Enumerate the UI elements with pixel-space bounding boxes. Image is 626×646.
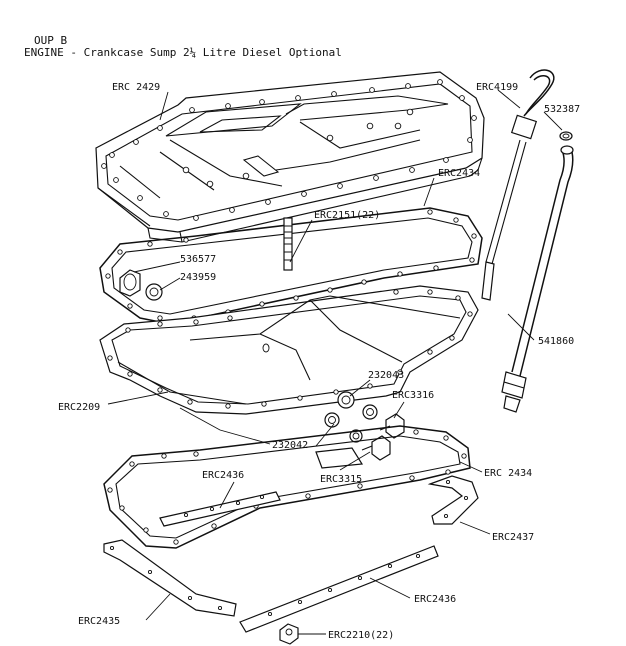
side-gasket-right[interactable] <box>427 475 479 525</box>
label-erc2436-upper: ERC2436 <box>202 470 244 481</box>
crankcase-upper-housing[interactable] <box>95 71 485 243</box>
crankcase-bolt-holes <box>101 79 477 221</box>
side-gasket-left[interactable] <box>103 539 237 617</box>
label-erc2209: ERC2209 <box>58 402 100 413</box>
lower-gasket-bolt-holes <box>107 429 467 545</box>
gasket-strip-lower[interactable] <box>239 545 439 633</box>
drain-plug-washer[interactable] <box>145 283 163 301</box>
label-erc2437: ERC2437 <box>492 532 534 543</box>
label-erc2434-upper: ERC2434 <box>438 168 480 179</box>
lower-sump-gasket[interactable] <box>103 425 471 549</box>
sealing-washer-lower[interactable] <box>324 412 363 443</box>
label-erc2210: ERC2210(22) <box>328 630 394 641</box>
sump-pan-bolt-holes <box>107 289 473 409</box>
sump-pan[interactable] <box>99 285 479 415</box>
o-ring[interactable] <box>559 131 573 141</box>
label-erc2435: ERC2435 <box>78 616 120 627</box>
label-532387: 532387 <box>544 104 580 115</box>
label-erc2429: ERC 2429 <box>112 82 160 93</box>
lower-bracket[interactable] <box>315 447 364 469</box>
dipstick[interactable] <box>481 69 555 301</box>
sump-stud[interactable] <box>283 217 293 271</box>
leader-lines <box>107 89 563 635</box>
label-erc3315: ERC3315 <box>320 474 362 485</box>
label-erc4199: ERC4199 <box>476 82 518 93</box>
label-541860: 541860 <box>538 336 574 347</box>
label-232042: 232042 <box>272 440 308 451</box>
label-243959: 243959 <box>180 272 216 283</box>
label-erc2434-lower: ERC 2434 <box>484 468 532 479</box>
gasket-strip-upper[interactable] <box>159 491 281 527</box>
label-erc2436-lower: ERC2436 <box>414 594 456 605</box>
drain-plug[interactable] <box>119 269 141 297</box>
label-536577: 536577 <box>180 254 216 265</box>
label-232043: 232043 <box>368 370 404 381</box>
label-erc2151: ERC2151(22) <box>314 210 380 221</box>
dipstick-tube[interactable] <box>501 145 574 413</box>
diagram-group-code: OUP B <box>34 34 68 47</box>
drain-bolt-lower[interactable] <box>361 435 391 461</box>
label-erc3316: ERC3316 <box>392 390 434 401</box>
upper-sump-gasket[interactable] <box>99 207 483 325</box>
part-labels: ERC 2429 ERC4199 532387 ERC2434 ERC2151(… <box>58 82 580 641</box>
diagram-title: ENGINE - Crankcase Sump 2¼ Litre Diesel … <box>24 46 342 59</box>
sump-nut[interactable] <box>279 623 299 645</box>
sealing-washer-upper[interactable] <box>337 391 378 420</box>
